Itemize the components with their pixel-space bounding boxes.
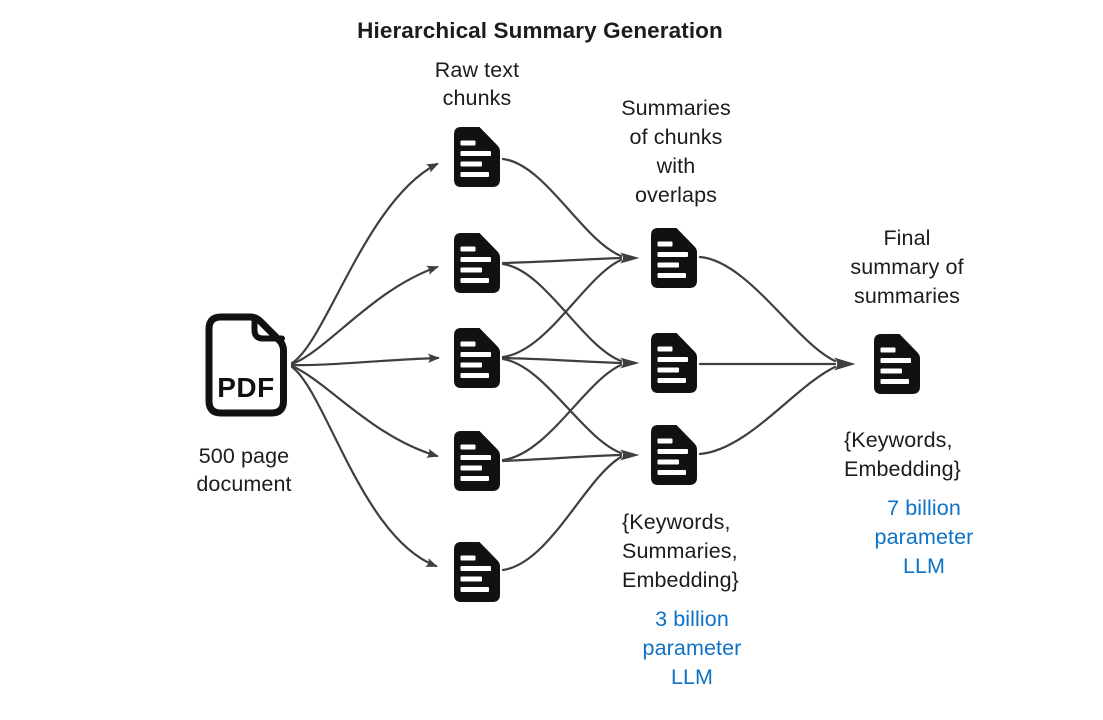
source-caption: 500 page document [196,444,292,496]
pdf-file-icon [205,313,287,417]
diagram-title: Hierarchical Summary Generation [357,18,723,43]
final-model-label: 7 billion parameter LLM [874,496,974,578]
summaries-model-label: 3 billion parameter LLM [642,607,742,689]
chunk5-to-summary3-arrow [501,455,623,572]
summary-document-icon-3 [651,425,697,485]
pdf-to-chunks-arrows [290,162,440,568]
chunk4-to-summary3-arrow [501,453,623,463]
summaries-of-chunks-label: Summaries of chunks with overlaps [621,96,731,207]
chunk4-to-summary2-arrow [501,363,623,462]
chunk-document-icon-5 [454,542,500,602]
summary3-arrowhead [620,449,640,461]
chunk2-to-summary2-arrow [501,262,623,363]
raw-text-chunks-label: Raw text chunks [434,58,520,110]
chunk3-to-summary2-arrow [501,356,623,365]
final-outputs-label: {Keywords, Embedding} [844,428,961,481]
summary1-arrowhead [620,252,640,264]
chunk-document-icon-1 [454,127,500,187]
pdf-to-chunk1-arrow [290,162,439,365]
chunk3-to-summary3-arrow [501,357,623,455]
pdf-to-chunk3-arrow [290,353,440,367]
final-document-icon [874,334,920,394]
pdf-icon-label: PDF [217,372,275,403]
summaries-outputs-label: {Keywords, Summaries, Embedding} [622,510,739,592]
summary3-to-final-arrow [698,365,837,456]
pdf-to-chunk2-arrow [290,265,439,366]
chunks-to-summaries-arrows [501,157,640,572]
pdf-to-chunk5-arrow [290,365,438,568]
summary1-to-final-arrow [698,255,837,363]
chunk-document-icon-4 [454,431,500,491]
chunk-document-icon-2 [454,233,500,293]
pdf-to-chunk4-arrow [290,364,439,458]
summary2-arrowhead [620,357,640,369]
chunk1-to-summary1-arrow [501,157,623,258]
summaries-to-final-arrows [698,255,856,456]
final-arrowhead [834,357,856,371]
chunk-document-icon-3 [454,328,500,388]
final-summary-label: Final summary of summaries [850,226,964,308]
chunk2-to-summary1-arrow [501,256,623,265]
summary-document-icon-1 [651,228,697,288]
summary-document-icon-2 [651,333,697,393]
